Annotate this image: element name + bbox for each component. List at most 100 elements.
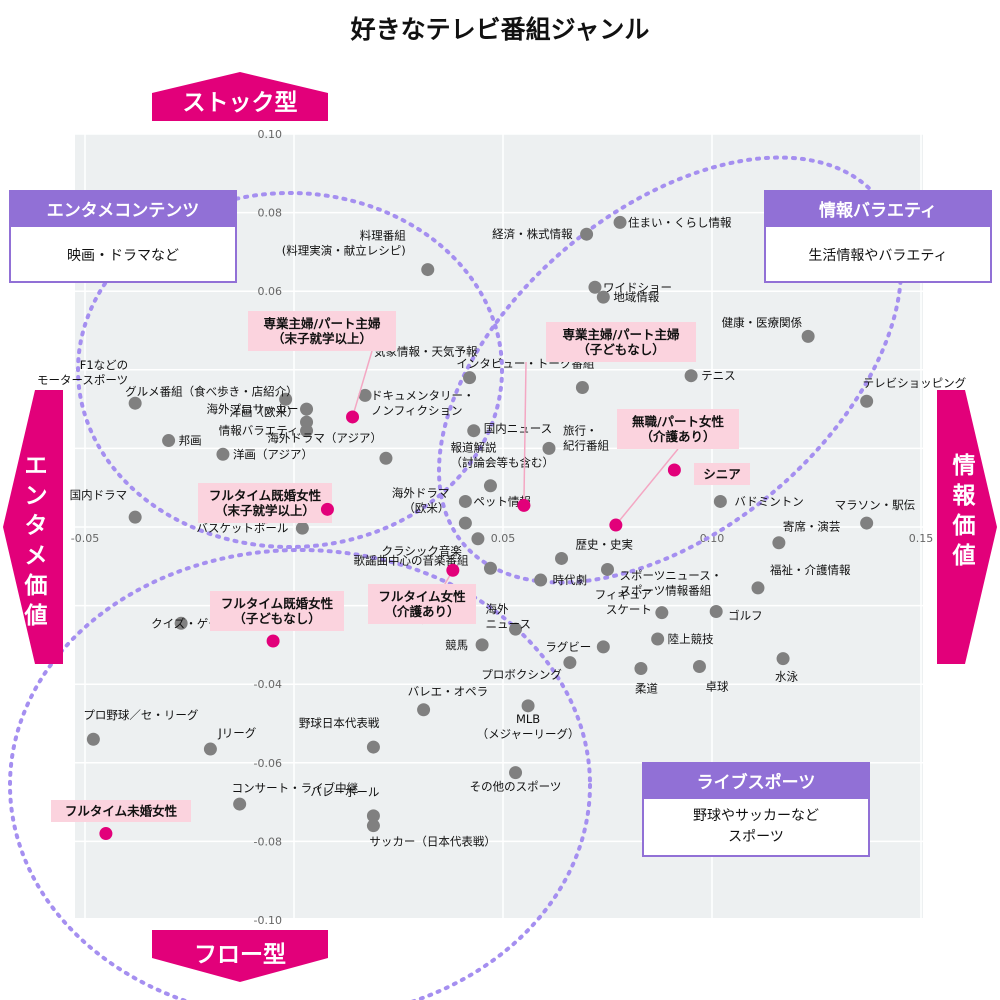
category-subtitle: 野球やサッカーなどスポーツ (693, 808, 819, 845)
genre-point (542, 441, 556, 455)
genre-point (463, 371, 477, 385)
segment-leader-line (351, 350, 373, 418)
genre-label: 陸上競技 (668, 632, 714, 646)
genre-label: 時代劇 (553, 573, 588, 587)
segment-label-box (210, 591, 344, 631)
chart-title: 好きなテレビ番組ジャンル (350, 15, 650, 44)
segment-label-box (248, 311, 396, 351)
genre-point (509, 622, 523, 636)
segment-points: 専業主婦/パート主婦（末子就学以上）専業主婦/パート主婦（子どもなし）無職/パー… (51, 311, 750, 841)
y-tick-label: -0.04 (254, 678, 282, 691)
genre-label: F1などのモータースポーツ (37, 358, 128, 387)
y-tick-label: 0.10 (258, 128, 283, 141)
genre-label: 柔道 (635, 681, 658, 695)
genre-label: MLB（メジャーリーグ） (477, 712, 580, 741)
genre-label: その他のスポーツ (470, 780, 562, 794)
genre-point (358, 388, 372, 402)
genre-point (692, 660, 706, 674)
genre-point (555, 551, 569, 565)
genre-point (776, 652, 790, 666)
genre-label: 歴史・史実 (576, 537, 634, 551)
segment-label: 専業主婦/パート主婦（子どもなし） (562, 327, 680, 357)
genre-label: 国内ニュース (484, 422, 552, 436)
genre-label: 情報バラエティ (219, 424, 299, 438)
genre-point (458, 516, 472, 530)
genre-point (366, 740, 380, 754)
genre-label: 健康・医療関係 (722, 315, 803, 329)
genre-label: クラシック音楽 (382, 544, 463, 558)
genre-label: 卓球 (705, 680, 728, 694)
genre-label: 福祉・介護情報 (770, 563, 851, 577)
x-tick-label: 0.10 (700, 532, 725, 545)
genre-point (655, 606, 669, 620)
category-subtitle: 生活情報やバラエティ (808, 248, 947, 264)
genre-point (475, 638, 489, 652)
cluster-ellipse (76, 191, 504, 549)
cluster-ellipse (8, 548, 592, 1000)
genre-label: ドキュメンタリー・ノンフィクション (371, 388, 475, 417)
svg-text:ン: ン (25, 483, 48, 509)
segment-label: フルタイム女性（介護あり） (378, 589, 466, 619)
genre-point (128, 510, 142, 524)
top-axis-label: ストック型 (183, 90, 298, 116)
genre-label: 競馬 (445, 638, 468, 652)
segment-point (320, 502, 334, 516)
genre-points: 住まい・くらし情報経済・株式情報料理番組(料理実演・献立レシピ)ワイドショー地域… (37, 215, 967, 848)
genre-point (128, 396, 142, 410)
genre-label: フィギュアスケート (595, 588, 652, 617)
genre-point (772, 536, 786, 550)
segment-point (609, 518, 623, 532)
genre-point (483, 479, 497, 493)
genre-label: 水泳 (775, 670, 798, 684)
genre-point (300, 424, 314, 438)
svg-text:値: 値 (24, 603, 48, 629)
genre-point (860, 394, 874, 408)
genre-label: プロボクシング (481, 668, 562, 682)
genre-point (563, 656, 577, 670)
segment-leader-line (523, 361, 527, 506)
segment-label: フルタイム既婚女性（子どもなし） (221, 596, 334, 626)
segment-point (517, 498, 531, 512)
svg-text:エ: エ (25, 453, 48, 479)
genre-point (709, 604, 723, 618)
segment-point (266, 634, 280, 648)
genre-point (684, 369, 698, 383)
genre-point (203, 742, 217, 756)
genre-label: ペット情報 (473, 494, 531, 508)
segment-point (446, 563, 460, 577)
category-title: 情報バラエティ (819, 200, 937, 221)
genre-label: バドミントン (734, 494, 803, 508)
genre-point (801, 329, 815, 343)
segment-point (346, 410, 360, 424)
genre-label: バレーボール (310, 785, 379, 799)
genre-point (575, 380, 589, 394)
x-tick-label: -0.05 (71, 532, 99, 545)
genre-point (366, 819, 380, 833)
genre-label: バスケットボール (196, 521, 288, 535)
genre-point (483, 561, 497, 575)
y-tick-label: -0.06 (254, 757, 282, 770)
segment-label: フルタイム既婚女性（末子就学以上） (209, 488, 322, 518)
y-tick-label: 0.06 (258, 285, 283, 298)
genre-label: コンサート・ライブ中継 (232, 781, 359, 795)
bottom-axis-label: フロー型 (194, 942, 286, 968)
segment-label-box (694, 463, 750, 485)
genre-label: スポーツニュース・スポーツ情報番組 (620, 568, 723, 597)
y-tick-label: -0.08 (254, 835, 282, 848)
genre-point (521, 699, 535, 713)
category-subtitle-text: 野球やサッカーなどスポーツ (693, 808, 819, 845)
svg-text:報: 報 (953, 482, 977, 509)
category-subtitle: 映画・ドラマなど (67, 248, 179, 264)
segment-label: シニア (703, 467, 741, 482)
genre-point (366, 809, 380, 823)
genre-label: 報道解説（討論会等も含む） (450, 441, 553, 470)
genre-point (471, 532, 485, 546)
genre-label: 経済・株式情報 (492, 227, 573, 241)
genre-label: 海外ドラマ（欧米） (392, 486, 450, 515)
genre-point (295, 521, 309, 535)
segment-point (99, 827, 113, 841)
